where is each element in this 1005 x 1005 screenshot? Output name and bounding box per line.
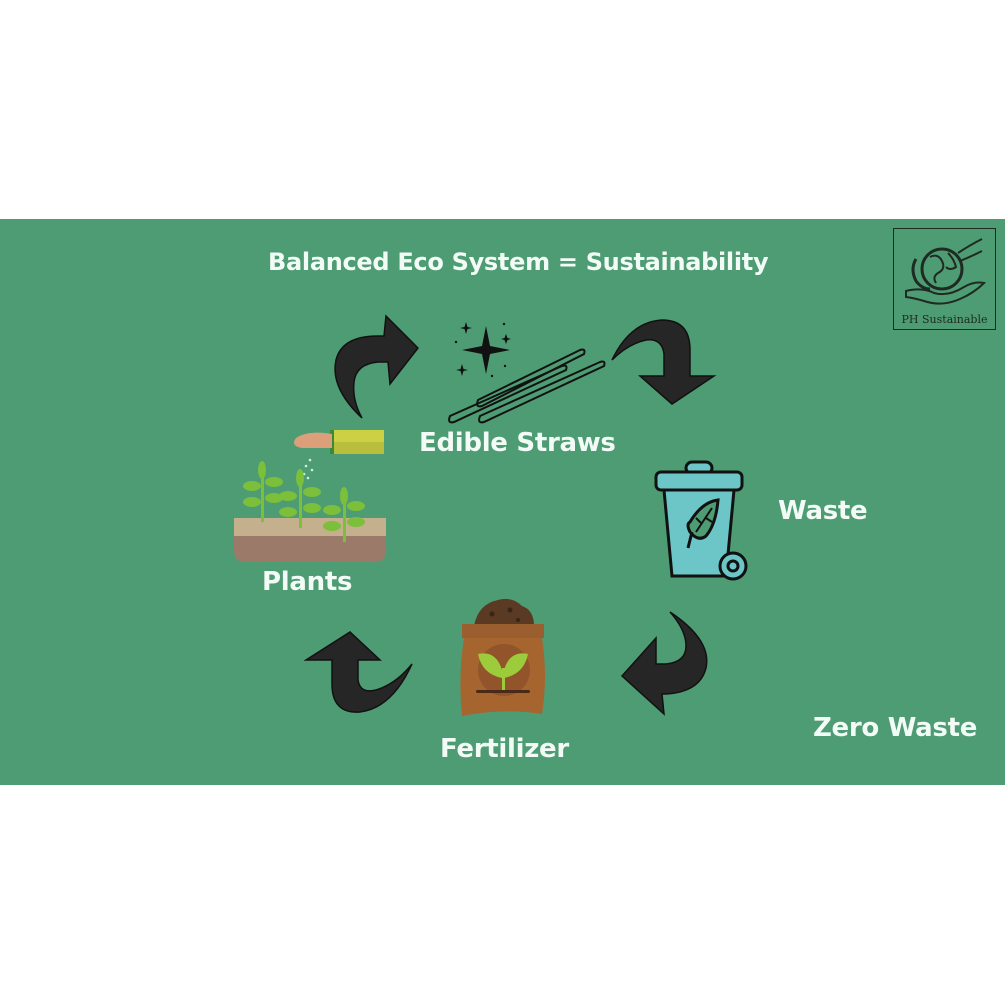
node-label-plants: Plants bbox=[262, 567, 353, 597]
diagram-title: Balanced Eco System = Sustainability bbox=[268, 248, 769, 276]
curved-arrow-up-right-icon bbox=[334, 314, 419, 419]
ph-sustainable-logo: PH Sustainable bbox=[893, 228, 996, 330]
trash-bin-leaf-icon bbox=[654, 460, 748, 581]
straws-sparkle-icon bbox=[448, 322, 606, 424]
logo-text: PH Sustainable bbox=[901, 313, 988, 326]
curved-arrow-left-up-icon bbox=[304, 631, 413, 713]
node-label-edible-straws: Edible Straws bbox=[419, 428, 616, 458]
node-label-fertilizer: Fertilizer bbox=[440, 734, 569, 764]
curved-arrow-down-left-icon bbox=[620, 611, 708, 716]
zero-waste-tag: Zero Waste bbox=[813, 713, 978, 743]
plants-seeding-icon bbox=[234, 430, 386, 562]
hands-holding-globe-icon bbox=[905, 238, 987, 305]
curved-arrow-right-down-icon bbox=[611, 319, 717, 405]
node-label-waste: Waste bbox=[778, 496, 868, 526]
fertilizer-bag-icon bbox=[460, 598, 545, 716]
